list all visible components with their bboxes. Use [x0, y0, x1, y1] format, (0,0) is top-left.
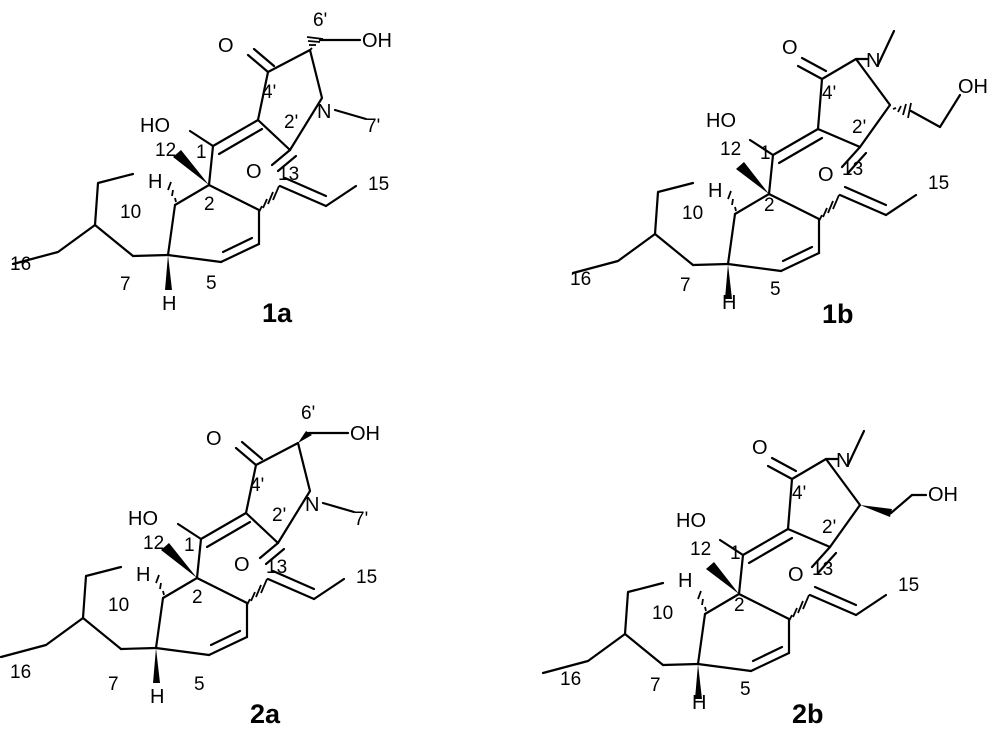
label-7: 7: [680, 275, 691, 296]
compound-id-2b: 2b: [792, 699, 824, 729]
ch2oh-label: OH: [958, 76, 988, 98]
hash-bond-c3: [818, 194, 840, 222]
label-15: 15: [356, 567, 377, 588]
label-2: 2: [764, 195, 775, 216]
h-label-bottom: H: [150, 686, 164, 708]
label-4p: 4': [792, 483, 806, 504]
hash-bond-h10: [697, 590, 707, 612]
compound-id-2a: 2a: [250, 699, 281, 729]
ch2oh-label: OH: [350, 423, 380, 445]
label-4p: 4': [822, 83, 836, 104]
label-7: 7: [108, 674, 119, 695]
label-16: 16: [10, 254, 31, 275]
label-13: 13: [842, 159, 863, 180]
label-1: 1: [730, 543, 741, 564]
hash-bond-c3: [246, 578, 268, 606]
hash-bond-c3: [788, 594, 810, 622]
hydroxyl-label: HO: [706, 110, 736, 132]
label-1: 1: [196, 142, 207, 163]
label-2p: 2': [272, 505, 286, 526]
hash-bond-c3: [258, 185, 280, 213]
compound-id-1a: 1a: [262, 298, 293, 328]
label-15: 15: [898, 575, 919, 596]
amide-oxygen: O: [752, 437, 768, 459]
ketone-oxygen: O: [218, 35, 234, 57]
label-6p: 6': [301, 403, 315, 424]
ketone-oxygen: O: [788, 564, 804, 586]
label-7: 7: [650, 675, 661, 696]
label-5: 5: [770, 279, 781, 300]
h-label-top: H: [708, 180, 722, 202]
h-label-bottom: H: [722, 292, 736, 314]
label-12: 12: [690, 539, 711, 560]
hydroxyl-label: HO: [128, 508, 158, 530]
nitrogen-label: N: [866, 50, 880, 72]
label-16: 16: [560, 669, 581, 690]
nitrogen-label: N: [317, 101, 331, 123]
label-1: 1: [760, 143, 771, 164]
label-5: 5: [740, 679, 751, 700]
label-4p: 4': [262, 82, 276, 103]
hash-bond-h10: [167, 181, 177, 203]
label-10: 10: [682, 203, 703, 224]
label-10: 10: [108, 595, 129, 616]
label-5: 5: [194, 674, 205, 695]
h-label-top: H: [136, 564, 150, 586]
hash-bond-c5p: [306, 36, 324, 51]
label-2p: 2': [852, 117, 866, 138]
h-label-top: H: [148, 171, 162, 193]
compound-id-1b: 1b: [822, 299, 854, 329]
label-15: 15: [928, 173, 949, 194]
h-label-top: H: [678, 570, 692, 592]
label-13: 13: [266, 557, 287, 578]
hash-bond-c5p: [892, 102, 912, 119]
h-label-bottom: H: [692, 692, 706, 714]
label-12: 12: [720, 139, 741, 160]
label-4p: 4': [250, 475, 264, 496]
compound-2a: O HO O N OH H H 6' 4' 2' 7' 1 12 13 15 2…: [0, 403, 380, 729]
label-7p: 7': [354, 509, 368, 530]
amide-oxygen: O: [234, 554, 250, 576]
label-2: 2: [192, 587, 203, 608]
h-label-bottom: H: [162, 293, 176, 315]
label-12: 12: [143, 533, 164, 554]
label-12: 12: [155, 140, 176, 161]
label-10: 10: [652, 603, 673, 624]
compound-1b: O N HO OH O H H 4' 2' 12 1 13 15 2 10 16…: [570, 29, 988, 329]
label-7: 7: [120, 274, 131, 295]
ketone-oxygen: O: [818, 164, 834, 186]
compound-2b: O N HO OH O H H 4' 2' 12 1 13 15 2 10 16…: [541, 429, 958, 729]
label-13: 13: [812, 559, 833, 580]
nitrogen-label: N: [836, 450, 850, 472]
label-16: 16: [10, 662, 31, 683]
label-2p: 2': [284, 112, 298, 133]
label-2p: 2': [822, 517, 836, 538]
label-2: 2: [204, 194, 215, 215]
label-16: 16: [570, 269, 591, 290]
hash-bond-h10: [155, 574, 165, 596]
label-2: 2: [734, 595, 745, 616]
nitrogen-label: N: [305, 494, 319, 516]
hydroxyl-label: HO: [140, 115, 170, 137]
hydroxyl-label: HO: [676, 510, 706, 532]
label-1: 1: [184, 535, 195, 556]
hash-bond-h10: [727, 190, 737, 212]
label-15: 15: [368, 174, 389, 195]
amide-oxygen: O: [782, 37, 798, 59]
label-7p: 7': [366, 116, 380, 137]
ch2oh-label: OH: [928, 484, 958, 506]
amide-oxygen: O: [246, 161, 262, 183]
label-10: 10: [120, 202, 141, 223]
label-13: 13: [278, 164, 299, 185]
compound-1a: O HO O N OH H H 6' 4' 2' 7' 1 12 13 15 2…: [10, 10, 392, 328]
ch2oh-label: OH: [362, 30, 392, 52]
ketone-oxygen: O: [206, 428, 222, 450]
label-5: 5: [206, 273, 217, 294]
label-6p: 6': [313, 10, 327, 31]
